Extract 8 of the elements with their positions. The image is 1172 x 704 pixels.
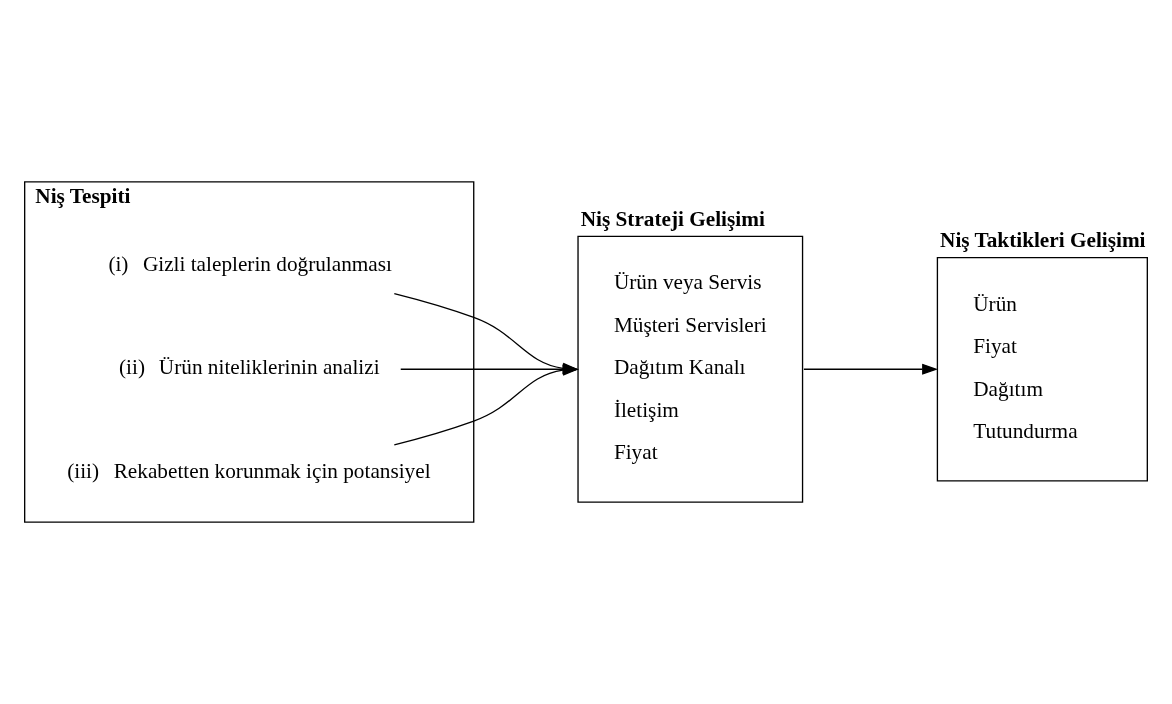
node-box: Ürün Fiyat Dağıtım Tutundurma (936, 257, 1148, 482)
node-label: Niş Strateji Gelişimi (580, 206, 765, 231)
arrow (803, 363, 939, 375)
node-label: Niş Taktikleri Gelişimi (940, 227, 1146, 252)
node-text: (iii) Rekabetten korunmak için potansiyel (67, 458, 431, 483)
node-text: (ii) Ürün niteliklerinin analizi (119, 355, 380, 380)
node-text: (i) Gizli taleplerin doğrulanması (108, 251, 392, 276)
node-box: Ürün veya Servis Müşteri Servisleri Dağıtım Kanalı İletişim Fiyat (577, 235, 804, 503)
